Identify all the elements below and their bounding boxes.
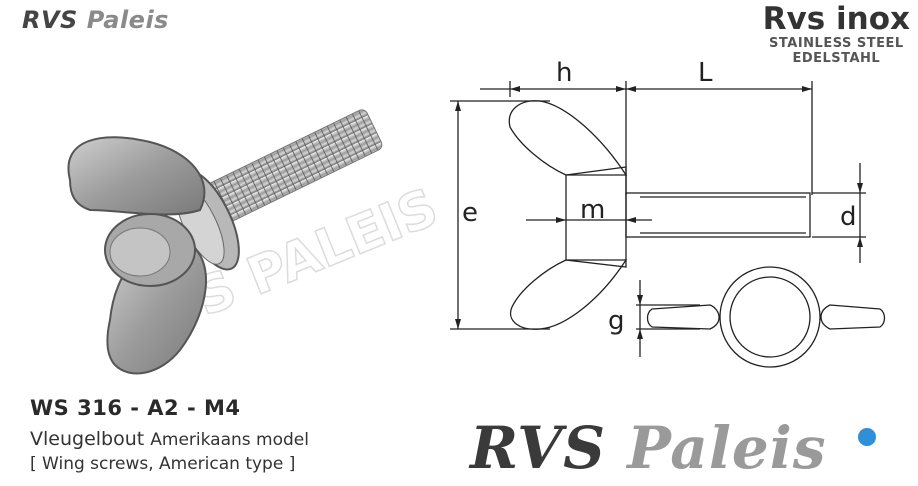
inox-badge: Rvs inox STAINLESS STEEL EDELSTAHL bbox=[763, 2, 910, 66]
small-logo-paleis: Paleis bbox=[86, 6, 169, 34]
inox-line1: STAINLESS STEEL bbox=[769, 36, 904, 51]
product-name-nl-sub: Amerikaans model bbox=[150, 430, 309, 450]
small-logo-rvs: RVS bbox=[22, 6, 78, 34]
inox-line2: EDELSTAHL bbox=[792, 51, 881, 66]
big-logo-rvs: RVS bbox=[470, 414, 607, 482]
dim-g: g bbox=[608, 306, 625, 336]
inox-title-a: Rvs bbox=[762, 1, 826, 37]
dim-e: e bbox=[462, 198, 478, 228]
big-logo: RVS Paleis bbox=[470, 418, 827, 478]
product-name-nl-main: Vleugelbout bbox=[30, 428, 145, 450]
dim-L: L bbox=[698, 58, 713, 88]
small-logo: RVS Paleis bbox=[22, 6, 169, 34]
big-logo-paleis: Paleis bbox=[627, 414, 827, 482]
logo-dot bbox=[858, 428, 876, 446]
product-code: WS 316 - A2 - M4 bbox=[30, 396, 241, 420]
product-name-nl: Vleugelbout Amerikaans model bbox=[30, 428, 309, 450]
product-photo: RVS PALEIS bbox=[67, 109, 440, 375]
inox-title-b: inox bbox=[836, 1, 910, 37]
technical-drawing: h L e m d g bbox=[450, 58, 886, 368]
dim-d: d bbox=[840, 202, 857, 232]
product-name-en: [ Wing screws, American type ] bbox=[30, 454, 296, 474]
dim-h: h bbox=[556, 58, 572, 88]
dim-m: m bbox=[580, 195, 605, 225]
